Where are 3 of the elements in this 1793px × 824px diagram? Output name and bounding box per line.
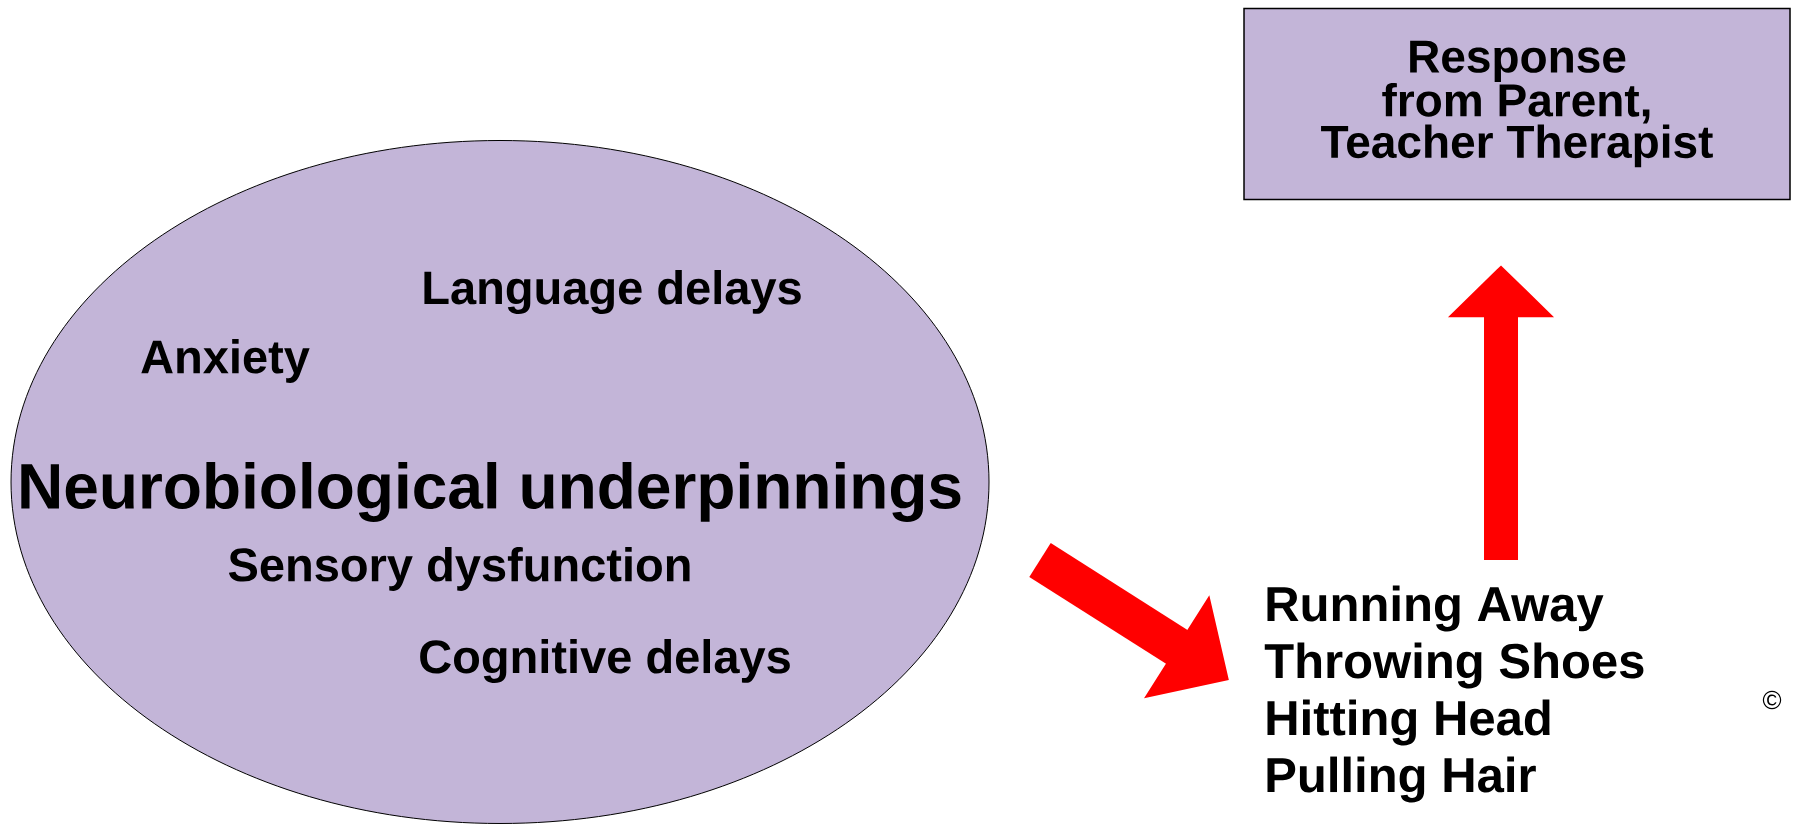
behavior-list: Running Away Throwing Shoes Hitting Head Pulling Hair xyxy=(1264,585,1644,803)
copyright-sign: © xyxy=(1762,690,1782,710)
response-box: Response from Parent, Teacher Therapist xyxy=(1243,7,1791,201)
